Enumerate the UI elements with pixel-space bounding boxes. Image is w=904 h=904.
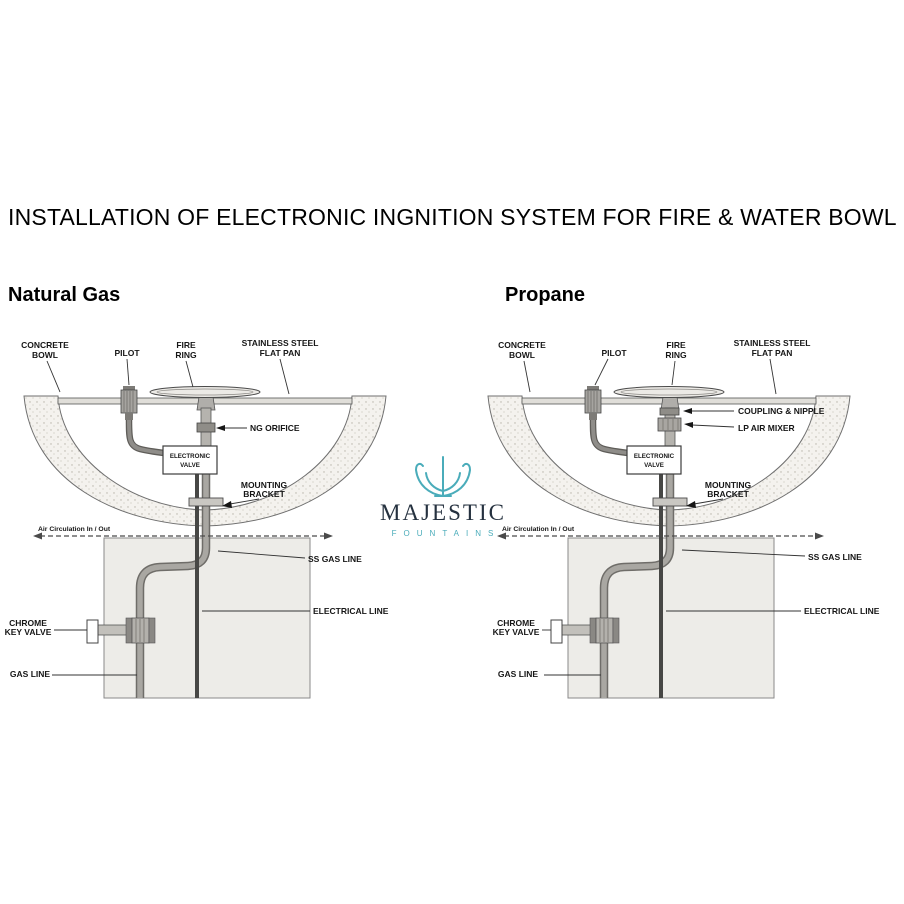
electrical-line-label: ELECTRICAL LINE — [313, 606, 389, 616]
coupling-nipple-label: COUPLING & NIPPLE — [738, 406, 825, 416]
concrete-bowl-label: CONCRETE — [498, 340, 546, 350]
mounting-bracket-label: MOUNTING — [705, 480, 752, 490]
ng-orifice-shape — [196, 422, 216, 433]
brand-logo: MAJESTIC FOUNTAINS — [372, 452, 514, 538]
ss-gas-line-label: SS GAS LINE — [808, 552, 862, 562]
gas-supply-pipe — [599, 473, 675, 698]
logo-name: MAJESTIC — [380, 500, 506, 525]
gas-line-label: GAS LINE — [10, 669, 50, 679]
flat-pan-label: STAINLESS STEEL — [242, 338, 319, 348]
air-circulation-label: Air Circulation In / Out — [502, 526, 575, 533]
mounting-bracket-label: MOUNTING — [241, 480, 288, 490]
flat-pan-label: STAINLESS STEEL — [734, 338, 811, 348]
fire-ring-label: FIRE — [666, 340, 686, 350]
pilot-label: PILOT — [114, 348, 140, 358]
page-title: INSTALLATION OF ELECTRONIC INGNITION SYS… — [8, 204, 897, 230]
fire-ring-shape — [149, 386, 261, 411]
electrical-line-shape — [659, 474, 663, 698]
electronic-valve-label-1: ELECTRONIC — [634, 453, 675, 460]
chrome-key-valve-label: CHROME — [497, 618, 535, 628]
gas-line-label: GAS LINE — [498, 669, 538, 679]
labels: CONCRETE BOWL PILOT FIRE RING STAINLESS … — [493, 338, 880, 679]
fire-ring-shape — [613, 386, 725, 411]
air-circulation-label: Air Circulation In / Out — [38, 526, 111, 533]
concrete-bowl-label-2: BOWL — [32, 350, 58, 360]
concrete-bowl-label: CONCRETE — [21, 340, 69, 350]
mounting-bracket-label-2: BRACKET — [243, 489, 285, 499]
pilot-shape — [120, 386, 165, 457]
ss-gas-line-label: SS GAS LINE — [308, 554, 362, 564]
logo-subtitle: FOUNTAINS — [391, 529, 501, 538]
riser-pipe — [196, 407, 216, 447]
air-circulation-arrow — [497, 532, 824, 540]
fire-ring-label-2: RING — [175, 350, 197, 360]
chrome-key-valve-shape — [86, 617, 156, 644]
gas-supply-pipe — [135, 473, 211, 698]
propane-heading: Propane — [505, 284, 586, 306]
electrical-line-label: ELECTRICAL LINE — [804, 606, 880, 616]
flat-pan-label-2: FLAT PAN — [752, 348, 793, 358]
chrome-key-valve-shape — [550, 617, 620, 644]
flat-pan-label-2: FLAT PAN — [260, 348, 301, 358]
mounting-bracket-shape — [188, 497, 224, 507]
electrical-line-shape — [195, 474, 199, 698]
ng-orifice-label: NG ORIFICE — [250, 423, 300, 433]
fire-ring-label: FIRE — [176, 340, 196, 350]
riser-pipe — [657, 407, 682, 447]
natural-gas-heading: Natural Gas — [8, 284, 121, 306]
pilot-shape — [584, 386, 629, 457]
electronic-valve-label-2: VALVE — [180, 462, 200, 469]
concrete-bowl-shape — [487, 395, 851, 527]
chrome-key-valve-label-2: KEY VALVE — [5, 627, 52, 637]
electronic-valve-box: ELECTRONIC VALVE — [162, 445, 218, 475]
air-circulation-arrow — [33, 532, 333, 540]
concrete-bowl-shape — [23, 395, 387, 527]
propane-diagram: ELECTRONIC VALVE CONCRETE BOWL PILOT FIR… — [487, 338, 880, 699]
chrome-key-valve-label-2: KEY VALVE — [493, 627, 540, 637]
fire-ring-label-2: RING — [665, 350, 687, 360]
lp-air-mixer-label: LP AIR MIXER — [738, 423, 795, 433]
fountain-flourish-icon — [414, 456, 472, 497]
natural-gas-diagram: ELECTRONIC VALVE CONCRETE BOWL PILOT FIR… — [5, 338, 389, 699]
mounting-bracket-label-2: BRACKET — [707, 489, 749, 499]
labels: CONCRETE BOWL PILOT FIRE RING STAINLESS … — [5, 338, 389, 679]
chrome-key-valve-label: CHROME — [9, 618, 47, 628]
lp-air-mixer-shape — [657, 417, 682, 432]
pilot-label: PILOT — [601, 348, 627, 358]
electronic-valve-box: ELECTRONIC VALVE — [626, 445, 682, 475]
concrete-bowl-label-2: BOWL — [509, 350, 535, 360]
mounting-bracket-shape — [652, 497, 688, 507]
electronic-valve-label-1: ELECTRONIC — [170, 453, 211, 460]
coupling-nipple-shape — [659, 407, 680, 416]
electronic-valve-label-2: VALVE — [644, 462, 664, 469]
